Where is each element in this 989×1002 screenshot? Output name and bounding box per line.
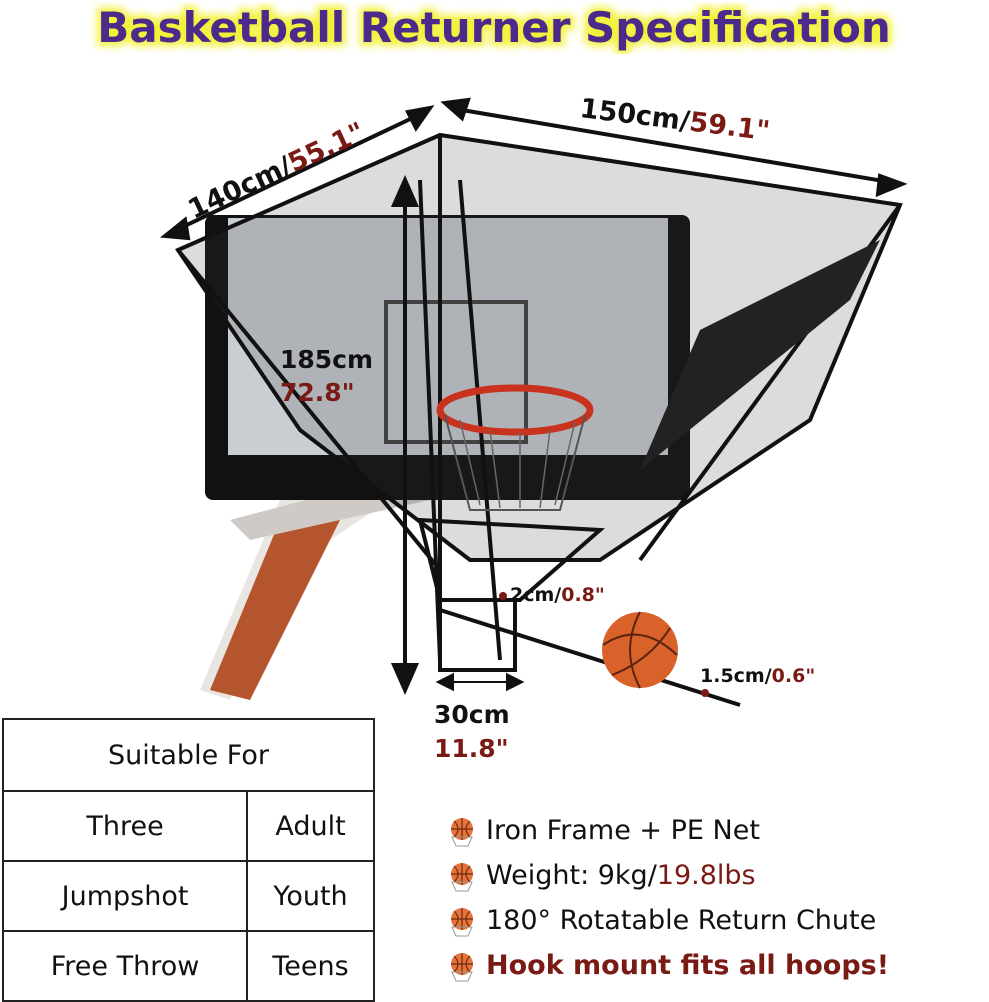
bar-metric: 2cm/ (510, 584, 562, 606)
chute-imperial: 11.8" (434, 734, 509, 763)
return-rod (439, 608, 741, 707)
table-cell: Adult (246, 790, 375, 862)
feature-text: Hook mount fits all hoops! (486, 950, 890, 981)
basketball-icon (451, 862, 473, 891)
feature-text: 180° Rotatable Return Chute (486, 905, 877, 936)
height-imperial: 72.8" (280, 378, 355, 407)
feature-highlight: 19.8lbs (656, 860, 756, 891)
rod-thickness-label: 1.5cm/0.6" (700, 665, 815, 687)
table-cell: Youth (246, 860, 375, 932)
height-metric: 185cm (280, 345, 374, 374)
feature-text: Iron Frame + PE Net (486, 815, 760, 846)
height-label: 185cm 72.8" (280, 343, 373, 409)
feature-text: Weight: 9kg/ (486, 860, 657, 891)
bar-imperial: 0.8" (561, 584, 605, 606)
bar-marker (499, 592, 507, 600)
feature-item: 180° Rotatable Return Chute (446, 898, 986, 943)
table-cell: Three (1, 790, 249, 862)
chute-width-label: 30cm 11.8" (434, 698, 510, 766)
side-net (640, 240, 880, 470)
product-illustration (159, 97, 908, 707)
title-glow: Basketball Returner Specification (97, 3, 890, 52)
hoop-rim (436, 384, 594, 511)
table-row: Three Adult (1, 790, 375, 862)
table-row: Jumpshot Youth (1, 860, 375, 932)
basketball-icon (451, 907, 473, 936)
table-cell: Teens (246, 930, 375, 1002)
feature-item: Hook mount fits all hoops! (446, 943, 986, 988)
basketball-icon (451, 952, 473, 981)
bar-thickness-label: 2cm/0.8" (510, 584, 605, 606)
dimension-arrows (159, 97, 908, 695)
table-row: Free Throw Teens (1, 930, 375, 1002)
feature-item: Iron Frame + PE Net (446, 808, 986, 853)
feature-list: Iron Frame + PE Net Weight: 9kg/19.8lbs … (446, 808, 986, 988)
rod-imperial: 0.6" (771, 665, 816, 687)
title-text: Basketball Returner Specification (97, 3, 890, 52)
rod-metric: 1.5cm/ (700, 665, 772, 687)
rod-marker (701, 689, 709, 697)
table-header: Suitable For (2, 718, 375, 792)
basketball (602, 611, 678, 689)
table-cell: Jumpshot (1, 860, 249, 932)
feature-item: Weight: 9kg/19.8lbs (446, 853, 986, 898)
basketball-icon (451, 817, 473, 846)
page-title: Basketball Returner Specification Basket… (93, 2, 894, 54)
suitable-for-table: Suitable For Three Adult Jumpshot Youth … (1, 718, 375, 1002)
chute-metric: 30cm (434, 700, 510, 729)
table-cell: Free Throw (1, 930, 249, 1002)
